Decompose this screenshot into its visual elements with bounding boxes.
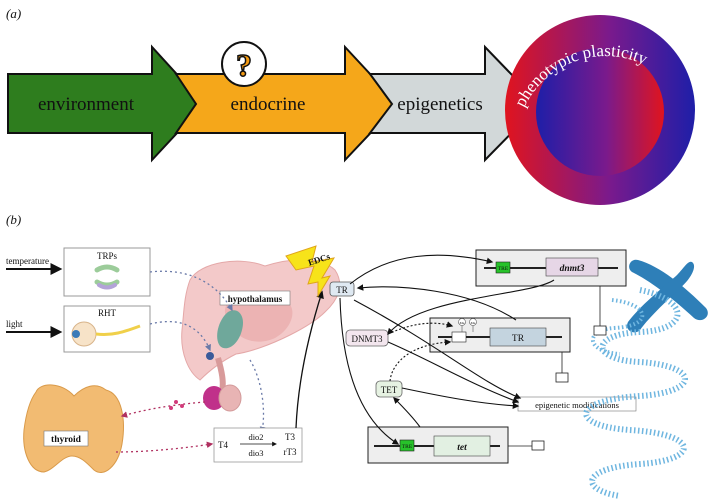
edcs-lightning-icon bbox=[285, 245, 335, 298]
tet-tre-label: TRE bbox=[402, 444, 413, 450]
methyl-label: Me bbox=[471, 321, 476, 325]
dnmt3-protein-label: DNMT3 bbox=[352, 334, 383, 344]
tr-label: TR bbox=[336, 285, 348, 295]
t4-label: T4 bbox=[218, 440, 228, 450]
tet-protein-box bbox=[375, 380, 403, 398]
pituitary-lobe-pink bbox=[203, 386, 225, 410]
temp-signal-path bbox=[149, 270, 233, 312]
dnmt3-tre-box bbox=[495, 261, 511, 274]
dnmt3-coding-box bbox=[545, 257, 599, 277]
dnmt3-to-tr-methylation-arrow bbox=[387, 321, 454, 335]
pituitary-thyroid-signal-path bbox=[120, 401, 206, 418]
tr-coding-box bbox=[489, 327, 547, 347]
question-mark-icon: ? bbox=[236, 47, 252, 83]
thyroid-gland bbox=[23, 384, 124, 473]
hypothalamus-box bbox=[219, 290, 291, 306]
trp-channel-icon bbox=[94, 264, 120, 288]
tet-protein-label: TET bbox=[381, 385, 398, 395]
dnmt3-to-epigenetic-arrow bbox=[387, 341, 520, 404]
environment-label: environment bbox=[38, 94, 135, 115]
light-label: light bbox=[6, 319, 23, 329]
tsh-dot bbox=[174, 400, 178, 404]
methyl-label: Me bbox=[460, 321, 465, 325]
tr-gene-label: TR bbox=[512, 334, 525, 344]
methyl-mark-icon bbox=[458, 318, 466, 326]
panel-b-label: (b) bbox=[6, 212, 21, 227]
eye-iris bbox=[72, 330, 80, 338]
tet-gene-to-protein-arrow bbox=[393, 397, 421, 428]
rht-label: RHT bbox=[98, 308, 117, 318]
temperature-label: temperature bbox=[6, 256, 49, 266]
tet-locus-box bbox=[531, 440, 545, 451]
tr-promoter-box bbox=[451, 331, 467, 343]
epigenetic-link-arrow bbox=[353, 299, 522, 400]
tet-to-epigenetic-arrow bbox=[401, 387, 520, 410]
dna-coil-inner bbox=[591, 298, 645, 356]
t3-to-tr-arrow bbox=[295, 290, 324, 429]
nucleus-dot bbox=[206, 352, 214, 360]
trps-label: TRPs bbox=[97, 251, 118, 261]
tr-to-dnmt3-gene-arrow bbox=[349, 254, 494, 285]
tet-coding-box bbox=[433, 435, 491, 457]
thyroid-label: thyroid bbox=[51, 435, 82, 445]
brain-t4-signal-path bbox=[249, 359, 267, 434]
dnmt3-locus-box bbox=[593, 325, 607, 336]
t3-label: T3 bbox=[285, 432, 295, 442]
methyl-mark-icon bbox=[469, 318, 477, 326]
tet-gene-label: tet bbox=[457, 443, 467, 453]
tsh-dot bbox=[180, 404, 184, 408]
optic-nerve bbox=[95, 324, 141, 336]
pituitary-lobe bbox=[218, 384, 242, 412]
panel-a-label: (a) bbox=[6, 6, 21, 21]
light-signal-path bbox=[149, 320, 211, 352]
tsh-dot bbox=[169, 406, 173, 410]
tet-to-tr-gene-dotted-arrow bbox=[389, 338, 452, 382]
question-circle bbox=[221, 41, 267, 87]
chromosome-arm bbox=[627, 261, 695, 333]
thyroid-box bbox=[43, 430, 89, 447]
epigenetics-label: epigenetics bbox=[397, 94, 482, 115]
tet-tre-box bbox=[399, 439, 415, 452]
deiodinase-box bbox=[213, 427, 303, 463]
epigenetic-modifications-label: epigenetic modifications bbox=[535, 400, 619, 410]
dnmt3-tre-label: TRE bbox=[498, 266, 509, 272]
dnmt3-protein-box bbox=[345, 329, 389, 347]
dio3-label: dio3 bbox=[248, 448, 263, 458]
hypothalamus-label: hypothalamus bbox=[228, 294, 283, 304]
dna-coil bbox=[583, 287, 688, 499]
pituitary-stalk bbox=[215, 357, 226, 393]
dio2-label: dio2 bbox=[248, 432, 263, 442]
tr-box bbox=[329, 281, 355, 297]
tr-to-tet-gene-arrow bbox=[339, 297, 400, 445]
trp-channel-lower bbox=[97, 283, 117, 290]
tr-gene-to-tr-arrow bbox=[356, 284, 517, 321]
rt3-label: rT3 bbox=[284, 447, 297, 457]
epigenetics-arrow bbox=[367, 44, 542, 163]
dnmt3-gene-label: dnmt3 bbox=[560, 264, 585, 274]
dnmt3-gene-to-protein-arrow bbox=[387, 279, 555, 336]
hypothalamus-nucleus bbox=[217, 310, 244, 349]
thyroid-t4-signal-path bbox=[115, 441, 214, 453]
plasticity-inner-disc bbox=[536, 48, 664, 176]
tr-locus-box bbox=[555, 372, 569, 383]
endocrine-label: endocrine bbox=[231, 94, 306, 115]
